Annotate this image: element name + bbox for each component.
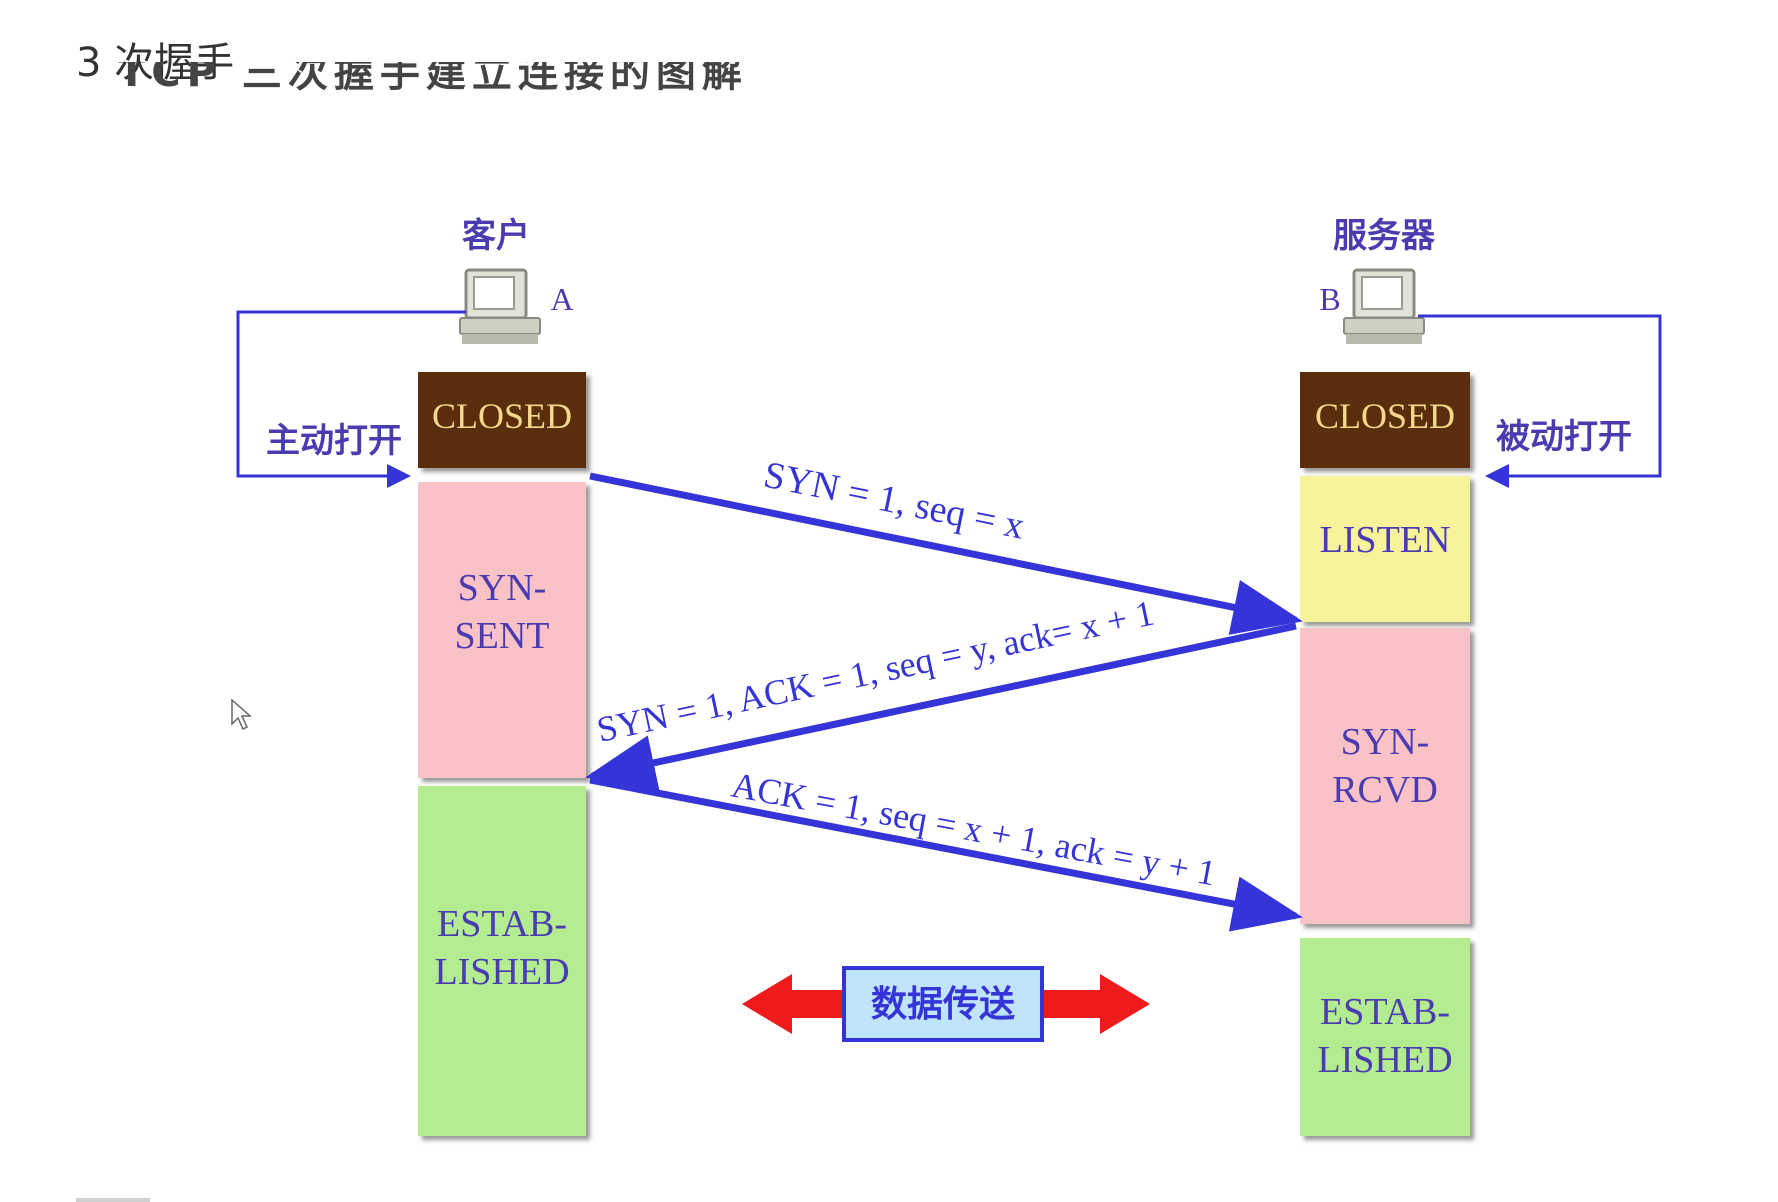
data-transfer-label: 数据传送	[871, 984, 1015, 1025]
server-id: B	[1319, 281, 1340, 317]
active-open-loop	[236, 310, 466, 488]
ack-arrow	[589, 776, 1303, 932]
ack-message: ACK = 1, seq = x + 1, ack = y + 1	[729, 765, 1220, 894]
server-syn-rcvd-line1: SYN-	[1341, 721, 1430, 763]
client-state-syn-sent	[418, 482, 586, 778]
client-established-line2: LISHED	[434, 951, 569, 993]
server-listen-text: LISTEN	[1320, 519, 1451, 561]
server-state-established	[1300, 938, 1470, 1136]
server-computer-icon	[1343, 268, 1425, 344]
server-established-line2: LISHED	[1317, 1039, 1452, 1081]
cursor-icon	[231, 698, 252, 731]
clipped-caption: TCP 三次握手建立连接的图解	[118, 62, 748, 96]
client-computer-icon	[459, 268, 541, 344]
server-closed-text: CLOSED	[1315, 396, 1455, 436]
client-label: 客户	[462, 216, 530, 256]
passive-open-label: 被动打开	[1496, 417, 1632, 457]
server-state-closed	[1300, 372, 1470, 468]
client-established-line1: ESTAB-	[437, 903, 567, 945]
server-established-line1: ESTAB-	[1320, 991, 1450, 1033]
syn-arrow	[589, 472, 1303, 635]
server-state-syn-rcvd	[1300, 628, 1470, 924]
page-title: 3 次握手	[76, 40, 235, 86]
server-syn-rcvd-line2: RCVD	[1332, 769, 1438, 811]
syn-ack-arrow	[585, 622, 1297, 791]
active-open-label: 主动打开	[266, 421, 402, 461]
client-syn-sent-line2: SENT	[455, 615, 550, 657]
data-transfer-box	[842, 966, 1044, 1042]
client-id: A	[550, 281, 573, 317]
client-syn-sent-line1: SYN-	[458, 567, 547, 609]
server-state-listen	[1300, 476, 1470, 622]
client-state-established	[418, 786, 586, 1136]
server-label: 服务器	[1333, 216, 1436, 256]
bottom-divider	[76, 1198, 150, 1202]
passive-open-loop	[1418, 314, 1662, 488]
client-closed-text: CLOSED	[432, 396, 572, 436]
syn-message: SYN = 1, seq = x	[760, 454, 1028, 548]
client-state-closed	[418, 372, 586, 468]
